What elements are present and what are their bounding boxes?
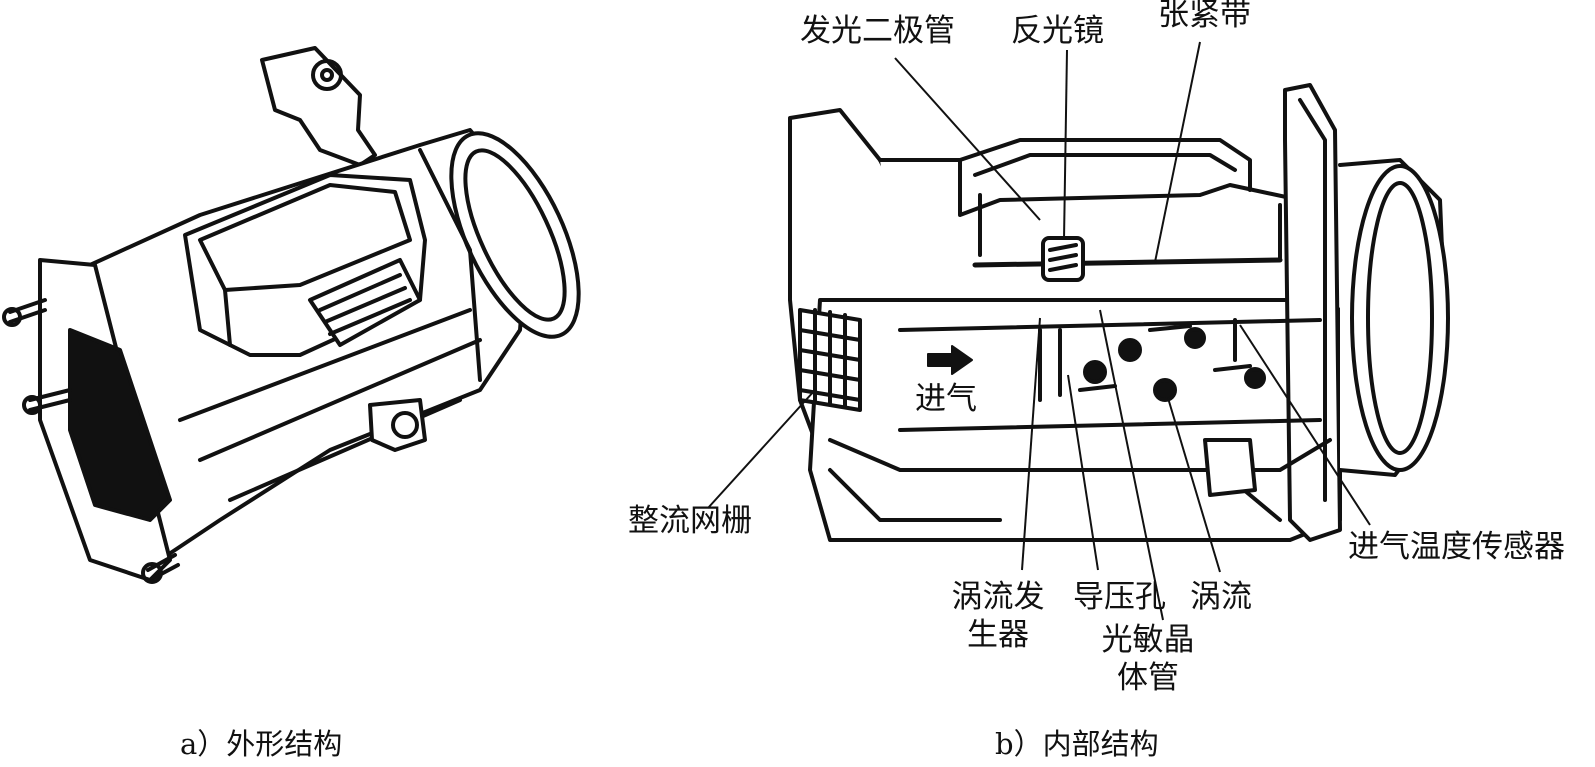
intake-arrow-icon <box>927 345 973 375</box>
label-phototransistor-line2: 体管 <box>1117 660 1179 696</box>
label-reflector: 反光镜 <box>1011 13 1104 49</box>
caption-panel-a: a）外形结构 <box>180 727 343 761</box>
label-rectifier-grid: 整流网栅 <box>628 503 752 539</box>
label-intake-temp-sensor: 进气温度传感器 <box>1348 529 1565 565</box>
rectifier-grid-icon <box>798 308 862 412</box>
leader-lines <box>707 41 1371 621</box>
label-tension-band: 张紧带 <box>1158 0 1251 33</box>
external-sensor-drawing <box>2 46 581 584</box>
label-vortex-generator: 涡流发 生器 <box>948 580 1048 652</box>
vortex-swirl-icons <box>1078 324 1266 402</box>
flange-stud-icons <box>2 298 180 584</box>
internal-sensor-drawing <box>788 83 1450 542</box>
label-vortex-generator-line2: 生器 <box>967 617 1029 653</box>
label-phototransistor-line1: 光敏晶 <box>1101 622 1195 658</box>
label-vortex: 涡流 <box>1190 579 1252 615</box>
bracket-bolt-icon <box>311 59 343 91</box>
label-intake: 进气 <box>915 381 977 417</box>
label-pressure-hole: 导压孔 <box>1073 579 1166 615</box>
label-phototransistor: 光敏晶 体管 <box>1098 623 1198 695</box>
label-vortex-generator-line1: 涡流发 <box>951 579 1045 615</box>
caption-panel-b: b）内部结构 <box>995 727 1159 761</box>
label-led: 发光二极管 <box>800 13 955 49</box>
